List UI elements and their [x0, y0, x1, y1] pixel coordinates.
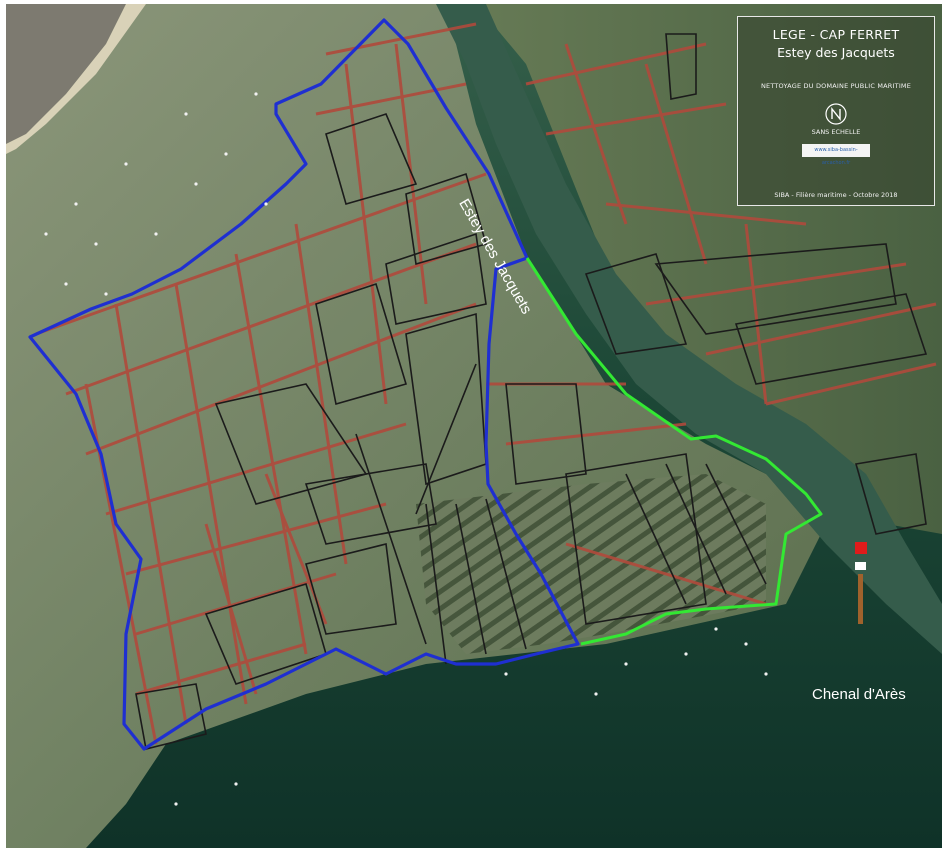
tidal-flat — [6, 4, 826, 848]
moored-boats — [44, 92, 768, 806]
legend-caption: NETTOYAGE DU DOMAINE PUBLIC MARITIME — [760, 82, 912, 90]
map-legend: LEGE - CAP FERRET Estey des Jacquets NET… — [737, 16, 935, 206]
beach — [6, 4, 146, 154]
shoreline-segment[interactable] — [525, 257, 823, 646]
legend-title: LEGE - CAP FERRET — [772, 27, 900, 42]
scale-note: SANS ECHELLE — [811, 128, 861, 136]
town-area — [6, 4, 126, 144]
north-arrow-icon — [824, 102, 848, 126]
cleaning-zone-outline[interactable] — [28, 18, 580, 751]
estey-channel — [436, 4, 942, 654]
channel-beacon-icon — [855, 542, 867, 624]
channel-label: Chenal d'Arès — [812, 686, 906, 703]
legend-credit: SIBA - Filière maritime - Octobre 2018 — [774, 191, 898, 199]
siba-logo: www.siba-bassin-arcachon.fr — [802, 144, 870, 166]
legend-subtitle: Estey des Jacquets — [777, 45, 895, 60]
